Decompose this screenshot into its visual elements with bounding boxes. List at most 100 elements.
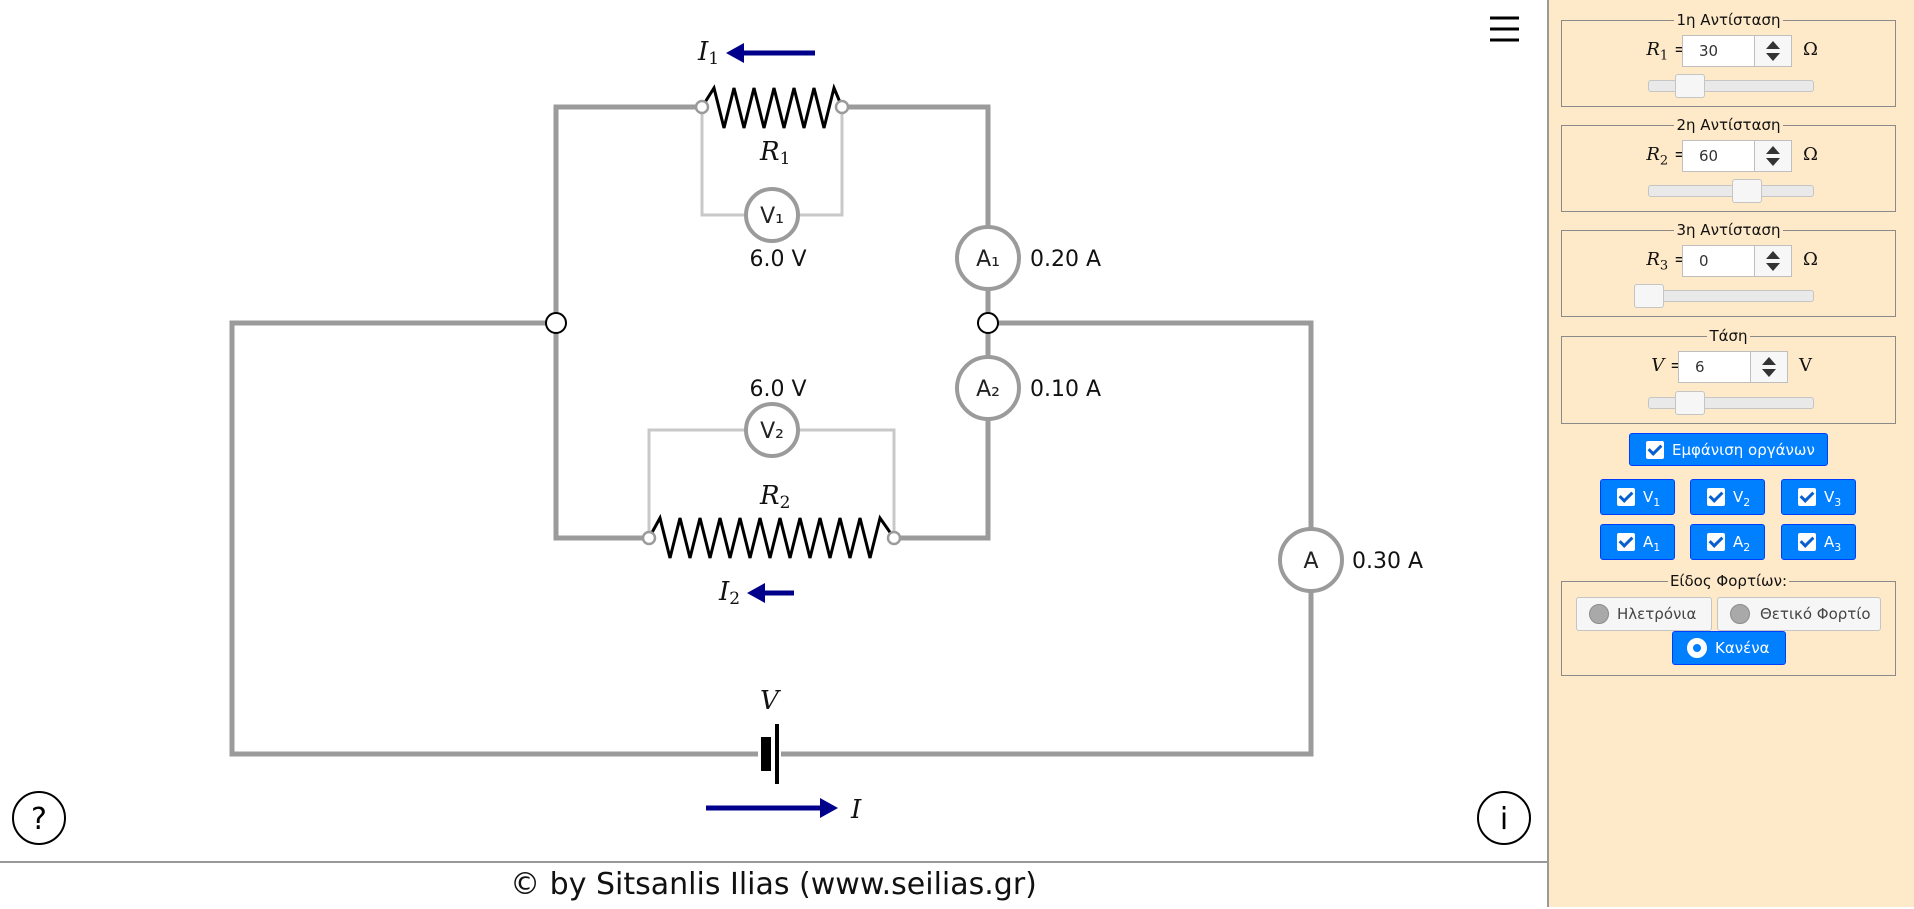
radio-none-label: Κανένα bbox=[1715, 639, 1770, 657]
r2-value[interactable]: 60 bbox=[1699, 147, 1719, 165]
r2-fieldset: 2η Αντίσταση R2 = 60 Ω bbox=[1561, 116, 1896, 212]
r1-legend: 1η Αντίσταση bbox=[1674, 11, 1783, 29]
voltmeter-v1 bbox=[744, 187, 800, 243]
radio-off-icon bbox=[1589, 604, 1609, 624]
show-instruments-button[interactable]: Εμφάνιση οργάνων bbox=[1629, 433, 1828, 466]
i1-arrow bbox=[726, 43, 815, 63]
toggle-a1-button[interactable]: A1 bbox=[1600, 524, 1675, 560]
radio-electrons[interactable]: Ηλετρόνια bbox=[1576, 597, 1712, 631]
toggle-a3-label: A3 bbox=[1824, 533, 1842, 554]
r3-fieldset: 3η Αντίσταση R3 = 0 Ω bbox=[1561, 221, 1896, 317]
spinner-up-icon[interactable] bbox=[1766, 251, 1780, 259]
checkbox-icon bbox=[1798, 533, 1816, 551]
v2-meter-label: V₂ bbox=[760, 419, 784, 444]
circuit-diagram: V₁ V₂ A₁ A₂ A 6.0 V 6.0 V 0.20 A 0.10 A … bbox=[12, 16, 1531, 845]
voltmeter-v2 bbox=[744, 402, 800, 458]
checkbox-icon bbox=[1646, 440, 1664, 459]
toggle-v2-label: V2 bbox=[1733, 488, 1751, 509]
i2-label: I2 bbox=[718, 577, 740, 609]
svg-text:?: ? bbox=[31, 802, 47, 837]
toggle-v2-button[interactable]: V2 bbox=[1690, 479, 1765, 515]
checkbox-icon bbox=[1798, 488, 1816, 506]
i2-arrow bbox=[747, 583, 794, 603]
r3-slider[interactable] bbox=[1634, 284, 1814, 308]
ammeter-a1 bbox=[955, 225, 1021, 291]
checkbox-icon bbox=[1617, 533, 1635, 551]
v1-meter-label: V₁ bbox=[760, 204, 784, 229]
r3-value[interactable]: 0 bbox=[1699, 252, 1709, 270]
toggle-a1-label: A1 bbox=[1643, 533, 1661, 554]
v-label: V bbox=[760, 686, 781, 716]
radio-positive-label: Θετικό Φορτίο bbox=[1760, 605, 1871, 623]
a2-meter-label: A₂ bbox=[976, 377, 1000, 402]
spinner-up-icon[interactable] bbox=[1762, 357, 1776, 365]
toggle-a2-button[interactable]: A2 bbox=[1690, 524, 1765, 560]
show-instruments-label: Εμφάνιση οργάνων bbox=[1672, 440, 1815, 459]
r2-slider-handle[interactable] bbox=[1732, 179, 1763, 203]
r3-unit: Ω bbox=[1803, 249, 1818, 270]
i1-label: I1 bbox=[697, 37, 719, 69]
toggle-v3-button[interactable]: V3 bbox=[1781, 479, 1856, 515]
r1-fieldset: 1η Αντίσταση R1 = 30 Ω bbox=[1561, 11, 1896, 107]
panel-divider bbox=[1547, 0, 1549, 907]
charges-legend: Είδος Φορτίων: bbox=[1667, 572, 1790, 590]
r2-unit: Ω bbox=[1803, 144, 1818, 165]
checkbox-icon bbox=[1707, 533, 1725, 551]
resistor-r2 bbox=[647, 513, 896, 559]
a-meter-label: A bbox=[1303, 549, 1318, 574]
simulation-canvas: V₁ V₂ A₁ A₂ A 6.0 V 6.0 V 0.20 A 0.10 A … bbox=[12, 16, 1531, 845]
toggle-a3-button[interactable]: A3 bbox=[1781, 524, 1856, 560]
voltage-value[interactable]: 6 bbox=[1695, 358, 1705, 376]
radio-electrons-label: Ηλετρόνια bbox=[1617, 605, 1697, 623]
toggle-a2-label: A2 bbox=[1733, 533, 1751, 554]
r3-legend: 3η Αντίσταση bbox=[1674, 221, 1783, 239]
r3-spinner[interactable]: 0 bbox=[1682, 245, 1792, 277]
junction-nodes bbox=[545, 312, 999, 334]
toggle-v3-label: V3 bbox=[1824, 488, 1842, 509]
radio-on-icon bbox=[1687, 638, 1707, 658]
info-icon[interactable]: i bbox=[1477, 791, 1531, 845]
r1-value[interactable]: 30 bbox=[1699, 42, 1719, 60]
hamburger-menu-icon[interactable] bbox=[1490, 16, 1519, 42]
a-reading: 0.30 A bbox=[1352, 549, 1423, 574]
copyright-footer: © by Sitsanlis Ilias (www.seilias.gr) bbox=[0, 861, 1547, 909]
spinner-down-icon[interactable] bbox=[1766, 263, 1780, 271]
toggle-v1-label: V1 bbox=[1643, 488, 1661, 509]
radio-positive[interactable]: Θετικό Φορτίο bbox=[1717, 597, 1881, 631]
v2-reading: 6.0 V bbox=[749, 377, 806, 402]
r1-slider[interactable] bbox=[1648, 74, 1814, 98]
r2-slider[interactable] bbox=[1648, 179, 1814, 203]
svg-text:i: i bbox=[1500, 802, 1508, 837]
a2-reading: 0.10 A bbox=[1030, 377, 1101, 402]
resistor-terminals bbox=[641, 99, 902, 546]
ammeter-a bbox=[1278, 527, 1344, 593]
r2-legend: 2η Αντίσταση bbox=[1674, 116, 1783, 134]
spinner-up-icon[interactable] bbox=[1766, 41, 1780, 49]
spinner-down-icon[interactable] bbox=[1762, 369, 1776, 377]
toggle-v1-button[interactable]: V1 bbox=[1600, 479, 1675, 515]
voltage-slider-handle[interactable] bbox=[1675, 391, 1705, 415]
radio-off-icon bbox=[1730, 604, 1750, 624]
spinner-down-icon[interactable] bbox=[1766, 158, 1780, 166]
battery bbox=[761, 724, 779, 784]
voltage-spinner[interactable]: 6 bbox=[1678, 351, 1788, 383]
voltage-unit: V bbox=[1799, 355, 1812, 376]
r1-unit: Ω bbox=[1803, 39, 1818, 60]
voltage-fieldset: Τάση V = 6 V bbox=[1561, 327, 1896, 424]
circuit-wires bbox=[229, 104, 1314, 757]
resistor-r1 bbox=[700, 83, 844, 129]
voltage-slider[interactable] bbox=[1648, 391, 1814, 415]
radio-none[interactable]: Κανένα bbox=[1672, 631, 1786, 665]
v1-reading: 6.0 V bbox=[749, 247, 806, 272]
r2-label: R2 bbox=[759, 481, 790, 513]
r1-spinner[interactable]: 30 bbox=[1682, 35, 1792, 67]
voltmeter-leads bbox=[647, 107, 896, 538]
spinner-up-icon[interactable] bbox=[1766, 146, 1780, 154]
r1-slider-handle[interactable] bbox=[1675, 74, 1705, 98]
checkbox-icon bbox=[1617, 488, 1635, 506]
spinner-down-icon[interactable] bbox=[1766, 53, 1780, 61]
r2-spinner[interactable]: 60 bbox=[1682, 140, 1792, 172]
help-icon[interactable]: ? bbox=[12, 791, 66, 845]
i-arrow bbox=[706, 798, 838, 818]
r3-slider-handle[interactable] bbox=[1634, 284, 1664, 308]
